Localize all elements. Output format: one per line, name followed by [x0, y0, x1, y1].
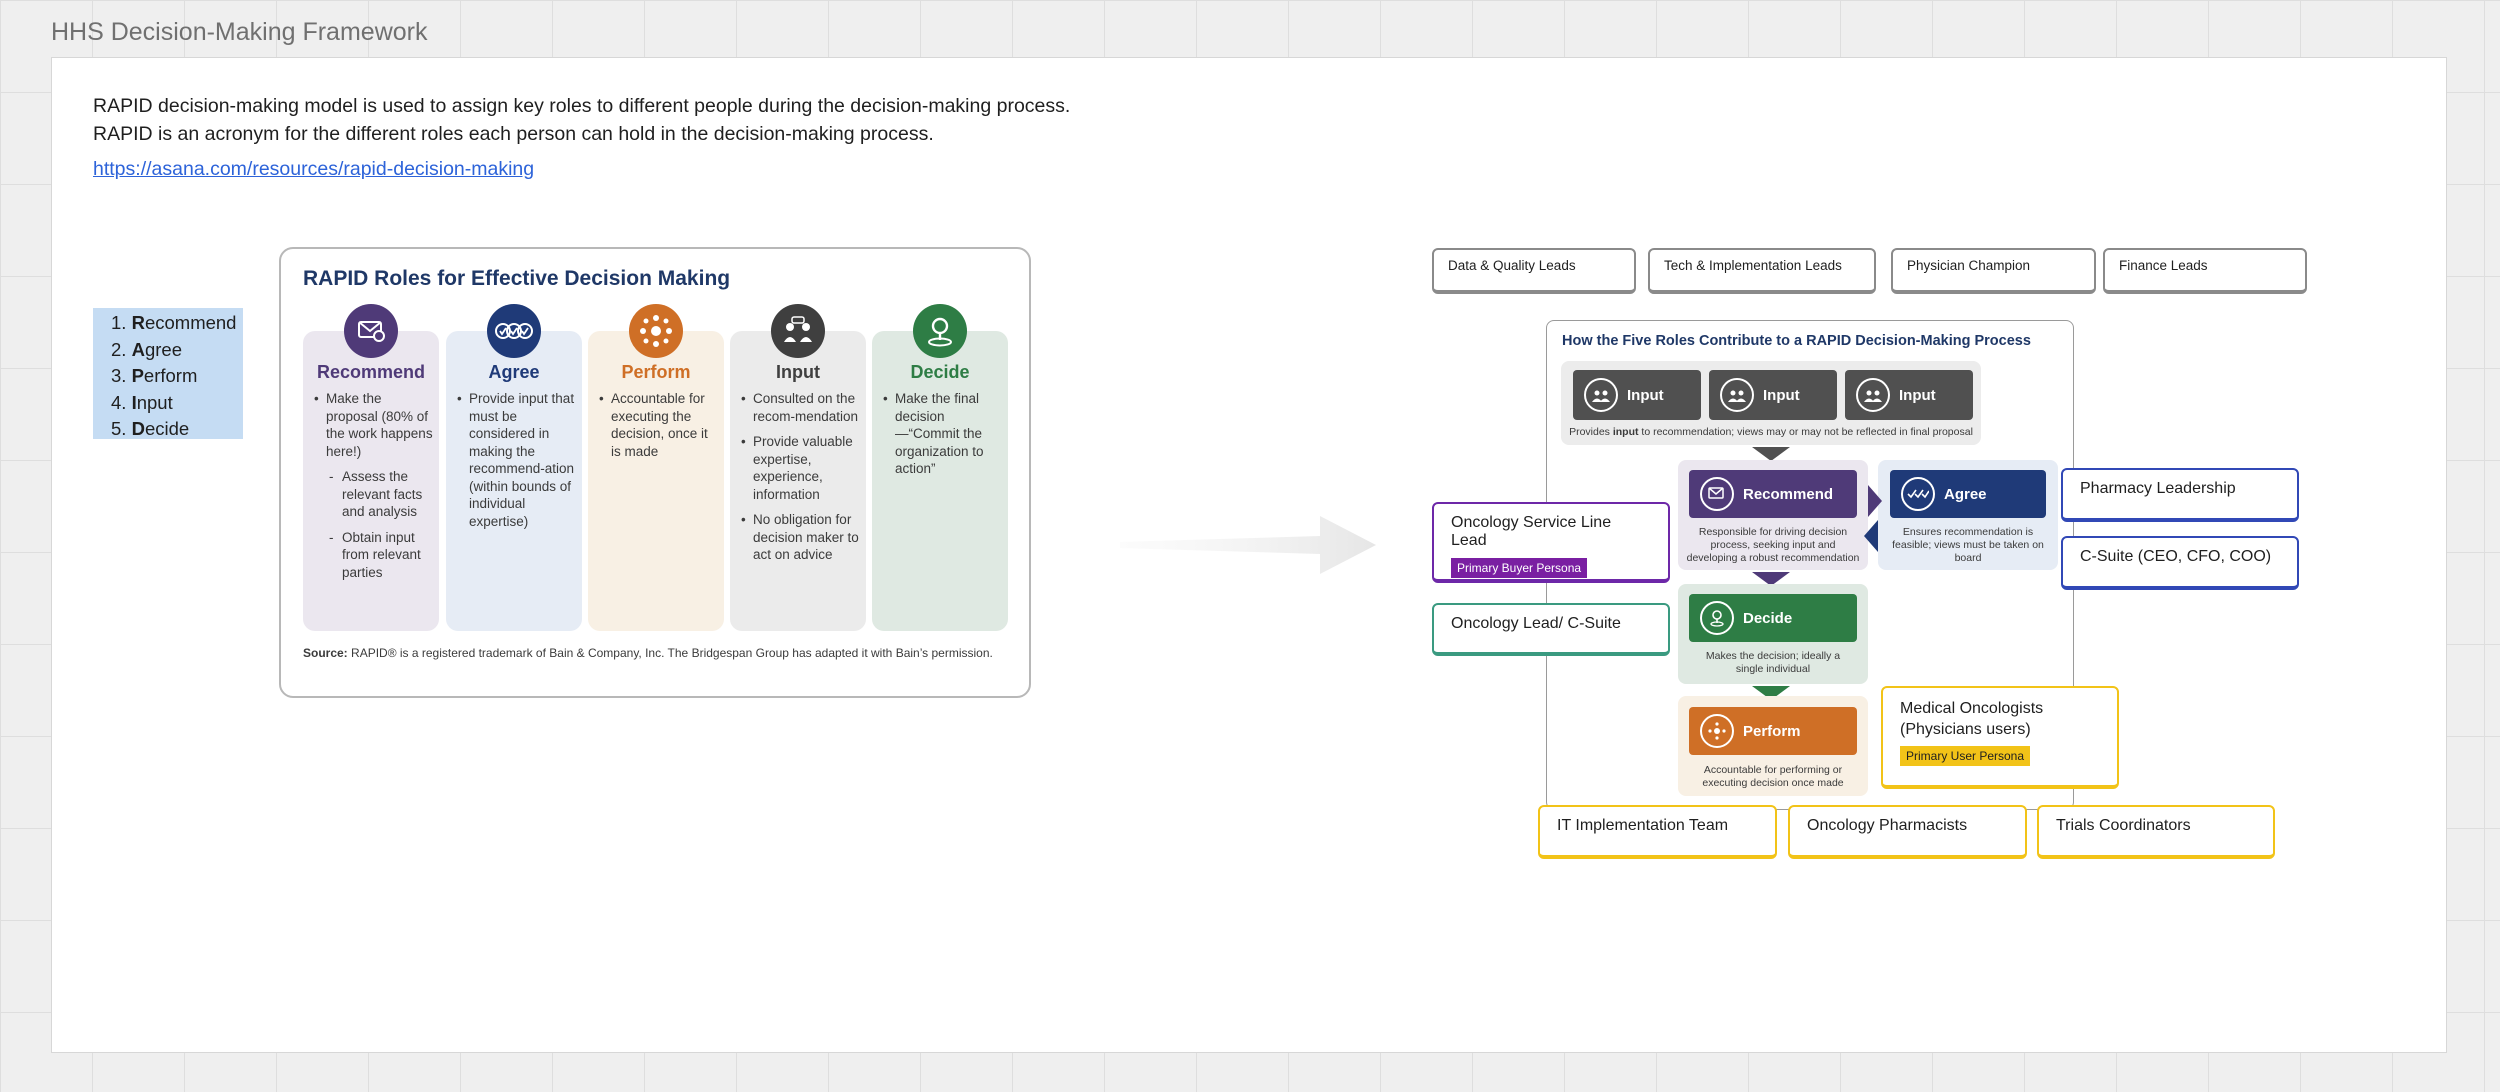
decide-description: Make the final decision—“Commit the orga…	[881, 390, 1005, 486]
source-note: Source: RAPID® is a registered trademark…	[303, 646, 993, 660]
rapid-link[interactable]: https://asana.com/resources/rapid-decisi…	[93, 158, 535, 180]
bullet: Consulted on the recom-mendation	[739, 390, 863, 425]
perform-heading: Perform	[621, 362, 691, 382]
recommend-description: Make the proposal (80% of the work happe…	[312, 390, 436, 589]
primary-user-badge: Primary User Persona	[1900, 746, 2031, 766]
bullet: No obligation for decision maker to act …	[739, 511, 863, 564]
oncology-pharmacists-box[interactable]: Oncology Pharmacists	[1788, 805, 2027, 859]
oncology-lead-csuite-box[interactable]: Oncology Lead/ C-Suite	[1432, 603, 1670, 656]
input-icon	[1856, 378, 1890, 412]
data-quality-leads-box[interactable]: Data & Quality Leads	[1432, 248, 1636, 294]
perform-column	[588, 331, 724, 631]
bullet: Accountable for executing the decision, …	[597, 390, 721, 460]
acronym-item: 2. Agree	[111, 338, 182, 360]
agree-heading: Agree	[488, 362, 540, 382]
input-description: Consulted on the recom-mendation Provide…	[739, 390, 863, 572]
acronym-item: 1. Recommend	[111, 312, 237, 333]
recommend-button[interactable]: Recommend	[1689, 470, 1857, 518]
acronym-list[interactable]: 1. Recommend 2. Agree 3. Perform 4. Inpu…	[93, 308, 243, 439]
bullet: Provide input that must be considered in…	[455, 390, 579, 530]
agree-button[interactable]: Agree	[1890, 470, 2046, 518]
input-heading: Input	[776, 362, 820, 382]
recommend-description: Responsible for driving decision process…	[1686, 526, 1860, 564]
physician-champion-box[interactable]: Physician Champion	[1891, 248, 2096, 294]
recommend-icon	[1700, 477, 1734, 511]
decide-column	[872, 331, 1008, 631]
decide-icon	[1700, 601, 1734, 635]
sub-bullet: Obtain input from relevant parties	[312, 529, 436, 582]
trials-coordinators-box[interactable]: Trials Coordinators	[2037, 805, 2275, 859]
agree-to-recommend-arrow	[1864, 520, 1878, 552]
perform-description: Accountable for executing the decision, …	[597, 390, 721, 468]
agree-icon	[487, 304, 541, 358]
recommend-heading: Recommend	[316, 362, 426, 382]
agree-description: Provide input that must be considered in…	[455, 390, 579, 538]
bullet: Provide valuable expertise, experience, …	[739, 433, 863, 503]
sub-bullet: Assess the relevant facts and analysis	[312, 468, 436, 521]
agree-description: Ensures recommendation is feasible; view…	[1892, 526, 2044, 564]
it-implementation-team-box[interactable]: IT Implementation Team	[1538, 805, 1777, 859]
recommend-icon	[344, 304, 398, 358]
decide-heading: Decide	[910, 362, 970, 382]
perform-button[interactable]: Perform	[1689, 707, 1857, 755]
flow-arrow[interactable]	[1120, 512, 1380, 578]
recommend-to-agree-arrow	[1868, 485, 1882, 517]
perform-icon	[1700, 714, 1734, 748]
medical-oncologists-box[interactable]: Medical Oncologists (Physicians users) P…	[1881, 686, 2119, 789]
agree-icon	[1901, 477, 1935, 511]
pharmacy-leadership-box[interactable]: Pharmacy Leadership	[2061, 468, 2299, 522]
input-button[interactable]: Input	[1845, 370, 1973, 420]
decide-button[interactable]: Decide	[1689, 594, 1857, 642]
input-arrow	[1752, 447, 1790, 461]
acronym-item: 5. Decide	[111, 418, 190, 439]
csuite-box[interactable]: C-Suite (CEO, CFO, COO)	[2061, 536, 2299, 590]
input-button[interactable]: Input	[1573, 370, 1701, 420]
process-title: How the Five Roles Contribute to a RAPID…	[1562, 333, 2031, 349]
acronym-item: 4. Input	[111, 391, 173, 413]
input-icon	[771, 304, 825, 358]
input-description: Provides input to recommendation; views …	[1569, 426, 1973, 438]
decide-icon	[913, 304, 967, 358]
intro-text[interactable]: RAPID decision-making model is used to a…	[93, 95, 1071, 145]
bullet: Make the proposal (80% of the work happe…	[312, 390, 436, 460]
perform-description: Accountable for performing or executing …	[1702, 764, 1844, 789]
recommend-arrow	[1752, 572, 1790, 586]
input-button[interactable]: Input	[1709, 370, 1837, 420]
perform-icon	[629, 304, 683, 358]
input-icon	[1720, 378, 1754, 412]
acronym-item: 3. Perform	[111, 365, 198, 386]
frame-title[interactable]: HHS Decision-Making Framework	[51, 18, 428, 46]
primary-buyer-badge: Primary Buyer Persona	[1451, 558, 1588, 578]
rapid-card-title: RAPID Roles for Effective Decision Makin…	[303, 267, 731, 290]
decide-description: Makes the decision; ideally a single ind…	[1705, 650, 1841, 675]
tech-implementation-leads-box[interactable]: Tech & Implementation Leads	[1648, 248, 1876, 294]
bullet: Make the final decision—“Commit the orga…	[881, 390, 1005, 478]
finance-leads-box[interactable]: Finance Leads	[2103, 248, 2307, 294]
oncology-service-line-lead-box[interactable]: Oncology Service Line Lead Primary Buyer…	[1432, 502, 1670, 583]
input-icon	[1584, 378, 1618, 412]
